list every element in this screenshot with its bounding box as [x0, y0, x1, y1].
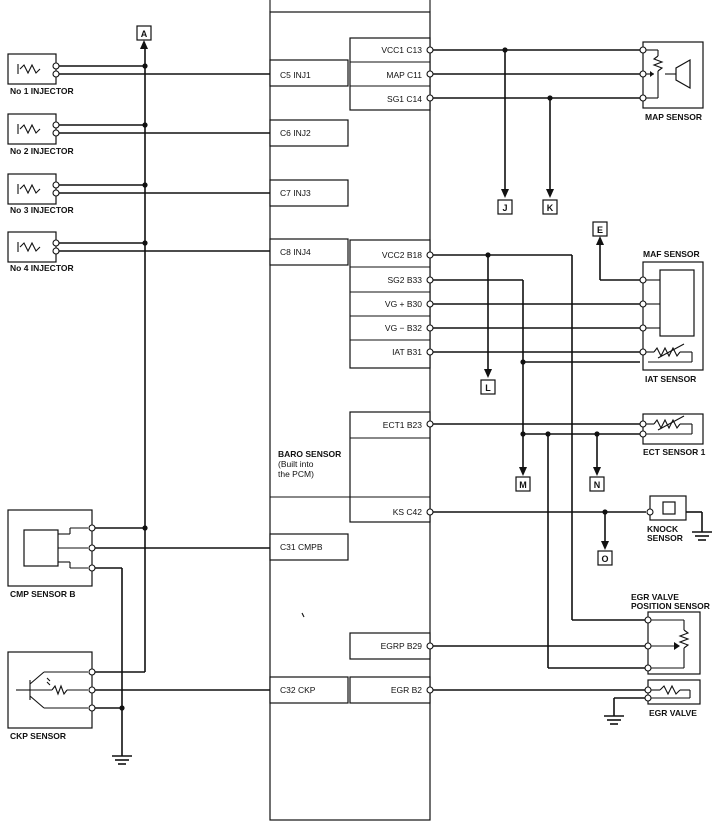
cmp-sensor — [7, 509, 270, 587]
egr-position-sensor-label: EGR VALVE POSITION SENSOR — [631, 592, 710, 611]
injector-3 — [7, 173, 270, 205]
pin-vcc2-b18: VCC2 B18 — [382, 250, 422, 260]
pin-c5-inj1: C5 INJ1 — [280, 70, 311, 80]
knock-sensor-label: KNOCK SENSOR — [647, 524, 683, 543]
pin-map-c11: MAP C11 — [386, 70, 422, 80]
connector-k: K — [547, 203, 554, 213]
pin-c8-inj4: C8 INJ4 — [280, 247, 311, 257]
ect-sensor-label: ECT SENSOR 1 — [643, 447, 706, 457]
pin-c32-ckp: C32 CKP — [280, 685, 316, 695]
connector-o: O — [601, 554, 608, 564]
connector-n: N — [594, 480, 601, 490]
ect-sensor — [426, 413, 704, 668]
pin-iat-b31: IAT B31 — [392, 347, 422, 357]
pin-vcc1-c13: VCC1 C13 — [381, 45, 422, 55]
pcm-unit — [269, 0, 431, 821]
injector-4 — [7, 231, 270, 263]
egr-valve-label: EGR VALVE — [649, 708, 697, 718]
ground-icon — [112, 755, 132, 765]
pin-ks-c42: KS C42 — [393, 507, 423, 517]
knock-line-1: KNOCK — [647, 524, 679, 534]
map-sensor — [426, 41, 704, 215]
baro-line-3: the PCM) — [278, 469, 314, 479]
bus-a-wiring — [121, 25, 152, 756]
injector-2-label: No 2 INJECTOR — [10, 146, 74, 156]
pin-c6-inj2: C6 INJ2 — [280, 128, 311, 138]
ckp-sensor — [7, 651, 270, 729]
connector-a: A — [141, 29, 148, 39]
connector-e: E — [597, 225, 603, 235]
connector-m: M — [519, 480, 527, 490]
connector-j: J — [502, 203, 507, 213]
connector-l: L — [485, 383, 491, 393]
baro-line-2: (Built into — [278, 459, 314, 469]
maf-iat-sensor — [426, 221, 704, 620]
pin-vgplus-b30: VG + B30 — [385, 299, 422, 309]
knock-line-2: SENSOR — [647, 533, 683, 543]
pin-vgminus-b32: VG − B32 — [385, 323, 422, 333]
egr-pos-line-2: POSITION SENSOR — [631, 601, 710, 611]
pin-egrp-b29: EGRP B29 — [381, 641, 423, 651]
pin-sg2-b33: SG2 B33 — [388, 275, 423, 285]
injector-1 — [7, 53, 270, 85]
maf-sensor-label: MAF SENSOR — [643, 249, 700, 259]
pin-sg1-c14: SG1 C14 — [387, 94, 422, 104]
baro-line-1: BARO SENSOR — [278, 449, 341, 459]
injector-2 — [7, 113, 270, 145]
injector-3-label: No 3 INJECTOR — [10, 205, 74, 215]
iat-sensor-label: IAT SENSOR — [645, 374, 696, 384]
ckp-sensor-label: CKP SENSOR — [10, 731, 66, 741]
baro-sensor-label: BARO SENSOR (Built into the PCM) — [278, 449, 344, 479]
egr-pos-line-1: EGR VALVE — [631, 592, 679, 602]
egr-valve-assembly — [426, 611, 701, 725]
knock-sensor — [426, 495, 712, 566]
map-sensor-label: MAP SENSOR — [645, 112, 702, 122]
injector-4-label: No 4 INJECTOR — [10, 263, 74, 273]
cmp-sensor-label: CMP SENSOR B — [10, 589, 76, 599]
pin-c31-cmpb: C31 CMPB — [280, 542, 323, 552]
pin-ect1-b23: ECT1 B23 — [383, 420, 422, 430]
pin-c7-inj3: C7 INJ3 — [280, 188, 311, 198]
injector-1-label: No 1 INJECTOR — [10, 86, 74, 96]
pin-egr-b2: EGR B2 — [391, 685, 422, 695]
